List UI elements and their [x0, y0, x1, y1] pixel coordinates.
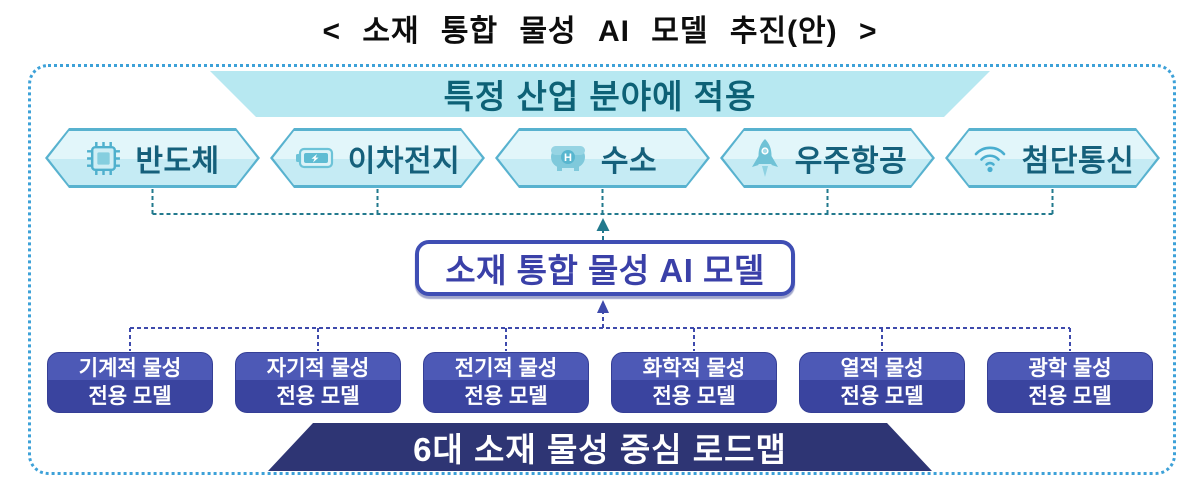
hexagon-label: 첨단통신 [1021, 145, 1135, 178]
top-banner-label: 특정 산업 분야에 적용 [443, 78, 757, 115]
svg-text:H: H [564, 152, 572, 164]
hexagon-label: 반도체 [135, 145, 220, 178]
hexagon-aerospace: 우주항공 [720, 128, 935, 188]
hexagon-battery: 이차전지 [270, 128, 485, 188]
ai-model-box: 소재 통합 물성 AI 모델 [415, 240, 795, 296]
page-title: < 소재 통합 물성 AI 모델 추진(안) > [322, 15, 878, 48]
ai-model-label: 소재 통합 물성 AI 모델 [445, 252, 765, 289]
hydrogen-tank-icon: H [548, 140, 588, 176]
hexagon-label: 이차전지 [347, 145, 461, 178]
dotted-frame [28, 64, 1176, 475]
bottom-banner-label: 6대 소재 물성 중심 로드맵 [413, 431, 787, 468]
model-line2: 전용 모델 [652, 384, 736, 408]
model-line1: 자기적 물성 [266, 357, 370, 381]
battery-icon [295, 141, 335, 175]
model-line1: 열적 물성 [840, 357, 924, 381]
model-box-electrical: 전기적 물성 전용 모델 [423, 352, 589, 413]
wifi-icon [971, 141, 1009, 175]
model-line1: 화학적 물성 [642, 357, 746, 381]
hexagon-label: 우주항공 [794, 145, 908, 178]
bottom-banner: 6대 소재 물성 중심 로드맵 [268, 423, 932, 471]
model-line1: 전기적 물성 [454, 357, 558, 381]
model-box-mechanical: 기계적 물성 전용 모델 [47, 352, 213, 413]
rocket-icon [748, 138, 782, 178]
model-box-magnetic: 자기적 물성 전용 모델 [235, 352, 401, 413]
model-line1: 기계적 물성 [78, 357, 182, 381]
hexagon-hydrogen: H 수소 [495, 128, 710, 188]
hexagon-label: 수소 [600, 145, 658, 178]
chip-icon [85, 140, 122, 177]
model-line2: 전용 모델 [276, 384, 360, 408]
model-line2: 전용 모델 [88, 384, 172, 408]
model-line2: 전용 모델 [464, 384, 548, 408]
top-banner: 특정 산업 분야에 적용 [210, 71, 990, 117]
model-line2: 전용 모델 [840, 384, 924, 408]
model-line1: 광학 물성 [1028, 357, 1112, 381]
hexagon-semiconductor: 반도체 [45, 128, 260, 188]
hexagon-telecom: 첨단통신 [945, 128, 1160, 188]
model-box-optical: 광학 물성 전용 모델 [987, 352, 1153, 413]
model-box-thermal: 열적 물성 전용 모델 [799, 352, 965, 413]
model-box-chemical: 화학적 물성 전용 모델 [611, 352, 777, 413]
model-line2: 전용 모델 [1028, 384, 1112, 408]
